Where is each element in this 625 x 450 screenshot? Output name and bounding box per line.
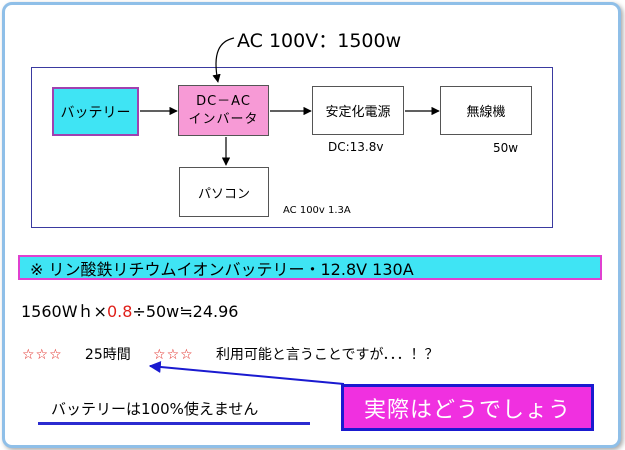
pc-label: パソコン <box>197 186 250 202</box>
inverter-label-line1: DC－AC <box>196 93 251 109</box>
inverter-label-line2: インバータ <box>188 111 259 127</box>
warning-underline <box>38 422 310 425</box>
callout-box: 実際はどうでしょう <box>341 384 594 431</box>
power-supply-label: 安定化電源 <box>325 105 391 120</box>
callout-pointer <box>148 361 345 385</box>
inverter-node: DC－AC インバータ <box>178 85 269 136</box>
dc-voltage-label: DC:13.8v <box>328 140 384 154</box>
calc-part3: ÷50w≒24.96 <box>132 302 239 321</box>
battery-spec-text: ※ リン酸鉄リチウムイオンバッテリー・12.8V 130A <box>30 259 414 279</box>
radio-watt-label: 50w <box>493 141 519 155</box>
calc-part1: 1560Wｈ× <box>21 302 107 321</box>
radio-label: 無線機 <box>466 105 506 120</box>
stars-left: ☆☆☆ <box>22 347 63 363</box>
pc-power-label: AC 100v 1.3A <box>283 205 351 216</box>
power-supply-node: 安定化電源 <box>312 86 404 135</box>
warning-text: バッテリーは100%使えません <box>51 400 259 418</box>
radio-node: 無線機 <box>440 86 532 135</box>
battery-spec-banner: ※ リン酸鉄リチウムイオンバッテリー・12.8V 130A <box>18 255 602 280</box>
battery-node: バッテリー <box>52 87 139 136</box>
runtime-note-text: 利用可能と言うことですが．．．！？ <box>215 347 439 363</box>
calc-factor: 0.8 <box>106 302 133 321</box>
calculation-line: 1560Wｈ×0.8÷50w≒24.96 <box>21 298 238 322</box>
callout-text: 実際はどうでしょう <box>363 397 571 423</box>
input-arrow <box>212 37 235 83</box>
runtime-hours: 25時間 <box>84 347 131 363</box>
pc-node: パソコン <box>179 167 269 217</box>
runtime-note: ☆☆☆ 25時間 ☆☆☆ 利用可能と言うことですが．．．！？ <box>22 344 439 364</box>
stars-right: ☆☆☆ <box>153 347 194 363</box>
input-power-label: AC 100V：1500w <box>237 30 402 52</box>
battery-label: バッテリー <box>60 104 131 121</box>
